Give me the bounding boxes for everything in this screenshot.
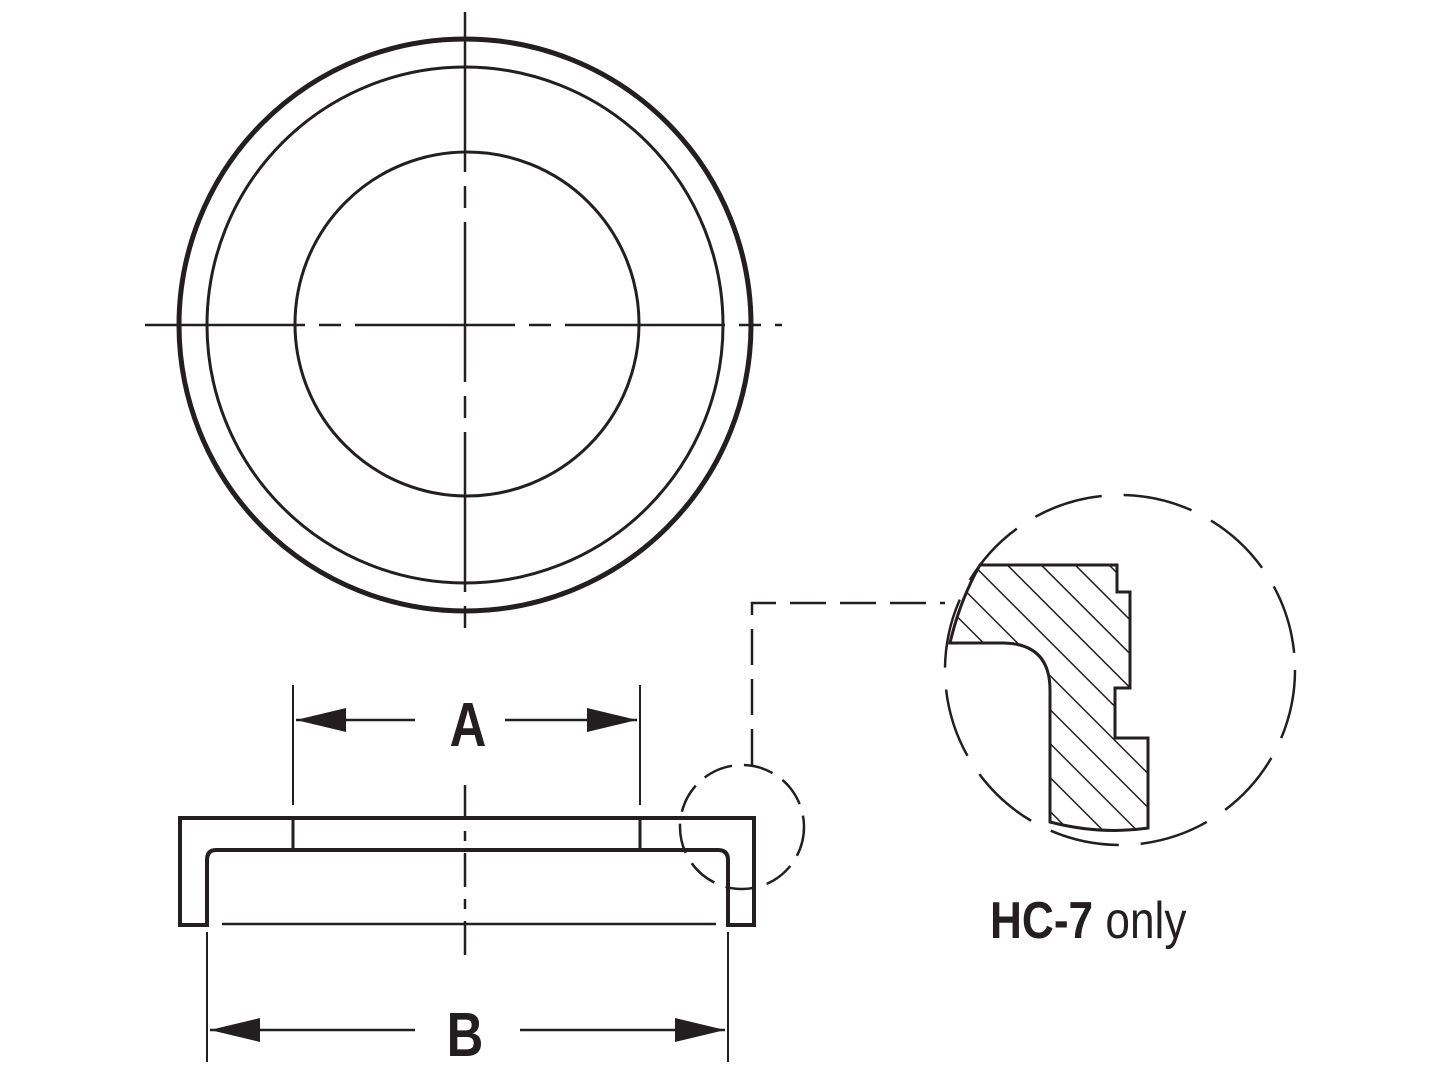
- dimension-b: [206, 932, 729, 1062]
- side-view: [178, 785, 756, 962]
- detail-caption-suffix: only: [1093, 892, 1187, 950]
- dimension-a-label: A: [450, 691, 487, 760]
- detail-section: [948, 563, 1150, 832]
- leader-line: [750, 601, 945, 765]
- detail-caption-model: HC-7: [990, 892, 1093, 950]
- detail-callout: [678, 493, 1297, 891]
- detail-caption: HC-7 only: [990, 892, 1187, 950]
- cap-profile: [178, 816, 756, 927]
- top-view: [145, 12, 782, 640]
- dimension-a: [292, 685, 641, 805]
- detail-marker-circle: [678, 763, 806, 891]
- dimension-b-label: B: [447, 1001, 484, 1070]
- detail-view-circle: [943, 493, 1297, 847]
- hatched-section: [948, 563, 1150, 832]
